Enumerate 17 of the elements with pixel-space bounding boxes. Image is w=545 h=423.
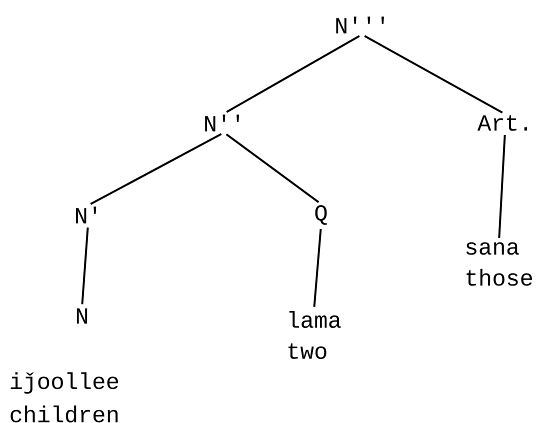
tree-branch — [90, 133, 222, 205]
word-label: children — [10, 406, 118, 422]
tree-branch — [226, 35, 360, 113]
tree-branch — [313, 228, 322, 307]
word-gloss: sana those — [466, 242, 532, 286]
word-label: iǰoollee — [10, 372, 118, 394]
category-label: N — [76, 308, 88, 324]
tree-branch — [81, 227, 89, 304]
tree-branch — [226, 134, 320, 203]
category-label: N'' — [205, 114, 240, 132]
category-label: N''' — [336, 16, 384, 34]
category-label: Art. — [477, 115, 528, 131]
category-label: Q — [315, 205, 327, 225]
tree-branch — [364, 35, 503, 114]
word-gloss: lama two — [288, 311, 341, 359]
category-label: N' — [76, 206, 96, 224]
tree-branch — [498, 134, 506, 238]
